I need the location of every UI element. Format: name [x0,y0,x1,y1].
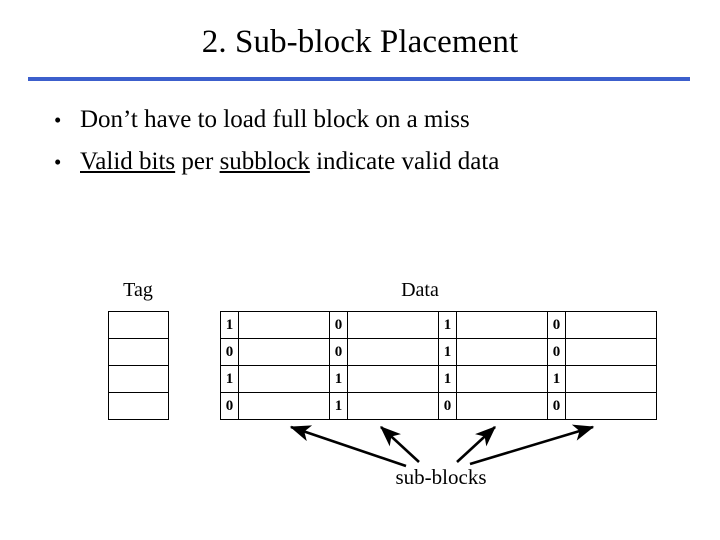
tag-cell [108,365,169,393]
data-cell [347,311,439,339]
bullet-point-icon: • [54,150,62,174]
valid-bit-cell: 0 [438,392,457,420]
valid-bit-cell: 0 [329,311,348,339]
tag-column-label: Tag [123,279,153,301]
data-cell [565,338,657,366]
tag-table-body [108,311,169,420]
valid-bit-cell: 0 [329,338,348,366]
data-cell [456,311,548,339]
table-row [108,311,169,339]
table-row [108,365,169,393]
data-column-label: Data [401,279,439,301]
data-cell [238,392,330,420]
data-cell [565,311,657,339]
bullet-segment: indicate valid data [309,148,500,175]
data-cell [238,311,330,339]
subblocks-caption: sub-blocks [395,465,487,489]
table-row: 1 1 1 1 [220,365,657,393]
list-item: • Valid bits per subblock indicate valid… [54,141,694,183]
valid-bit-cell: 0 [547,311,566,339]
bullet-segment: per [175,148,220,175]
valid-bit-cell: 1 [220,365,239,393]
valid-bit-cell: 1 [438,338,457,366]
page-title: 2. Sub-block Placement [201,24,519,60]
data-cell [565,392,657,420]
subblock-arrow-4 [469,424,595,466]
bullet-segment-underlined: Valid bits [80,148,176,175]
valid-bit-cell: 1 [438,365,457,393]
subblock-arrow-1 [289,425,407,468]
data-cell [565,365,657,393]
data-cell [347,392,439,420]
data-cell [456,338,548,366]
bullet-segment: Don’t have to load full block on a miss [80,106,470,133]
data-table: 1 0 1 0 0 0 1 0 1 1 [220,311,657,420]
table-row [108,392,169,420]
data-cell [347,338,439,366]
valid-bit-cell: 1 [220,311,239,339]
table-row: 0 0 1 0 [220,338,657,366]
tag-cell [108,311,169,339]
list-item: • Don’t have to load full block on a mis… [54,99,694,141]
tag-cell [108,338,169,366]
table-row: 1 0 1 0 [220,311,657,339]
title-underline-rule [28,77,690,81]
subblock-arrow-3 [456,426,496,463]
tag-table [108,311,169,420]
valid-bit-cell: 0 [220,338,239,366]
valid-bit-cell: 1 [438,311,457,339]
valid-bit-cell: 1 [329,365,348,393]
valid-bit-cell: 1 [329,392,348,420]
data-cell [347,365,439,393]
tag-cell [108,392,169,420]
data-cell [456,365,548,393]
bullet-text: Valid bits per subblock indicate valid d… [80,141,499,183]
valid-bit-cell: 1 [547,365,566,393]
data-cell [456,392,548,420]
valid-bit-cell: 0 [220,392,239,420]
bullet-text: Don’t have to load full block on a miss [80,99,470,141]
data-table-body: 1 0 1 0 0 0 1 0 1 1 [220,311,657,420]
bullet-point-icon: • [54,108,62,132]
table-row [108,338,169,366]
subblock-arrow-2 [380,426,420,463]
data-cell [238,338,330,366]
bullet-list: • Don’t have to load full block on a mis… [54,99,694,183]
valid-bit-cell: 0 [547,392,566,420]
table-row: 0 1 0 0 [220,392,657,420]
data-cell [238,365,330,393]
bullet-segment-underlined: subblock [219,148,310,175]
valid-bit-cell: 0 [547,338,566,366]
